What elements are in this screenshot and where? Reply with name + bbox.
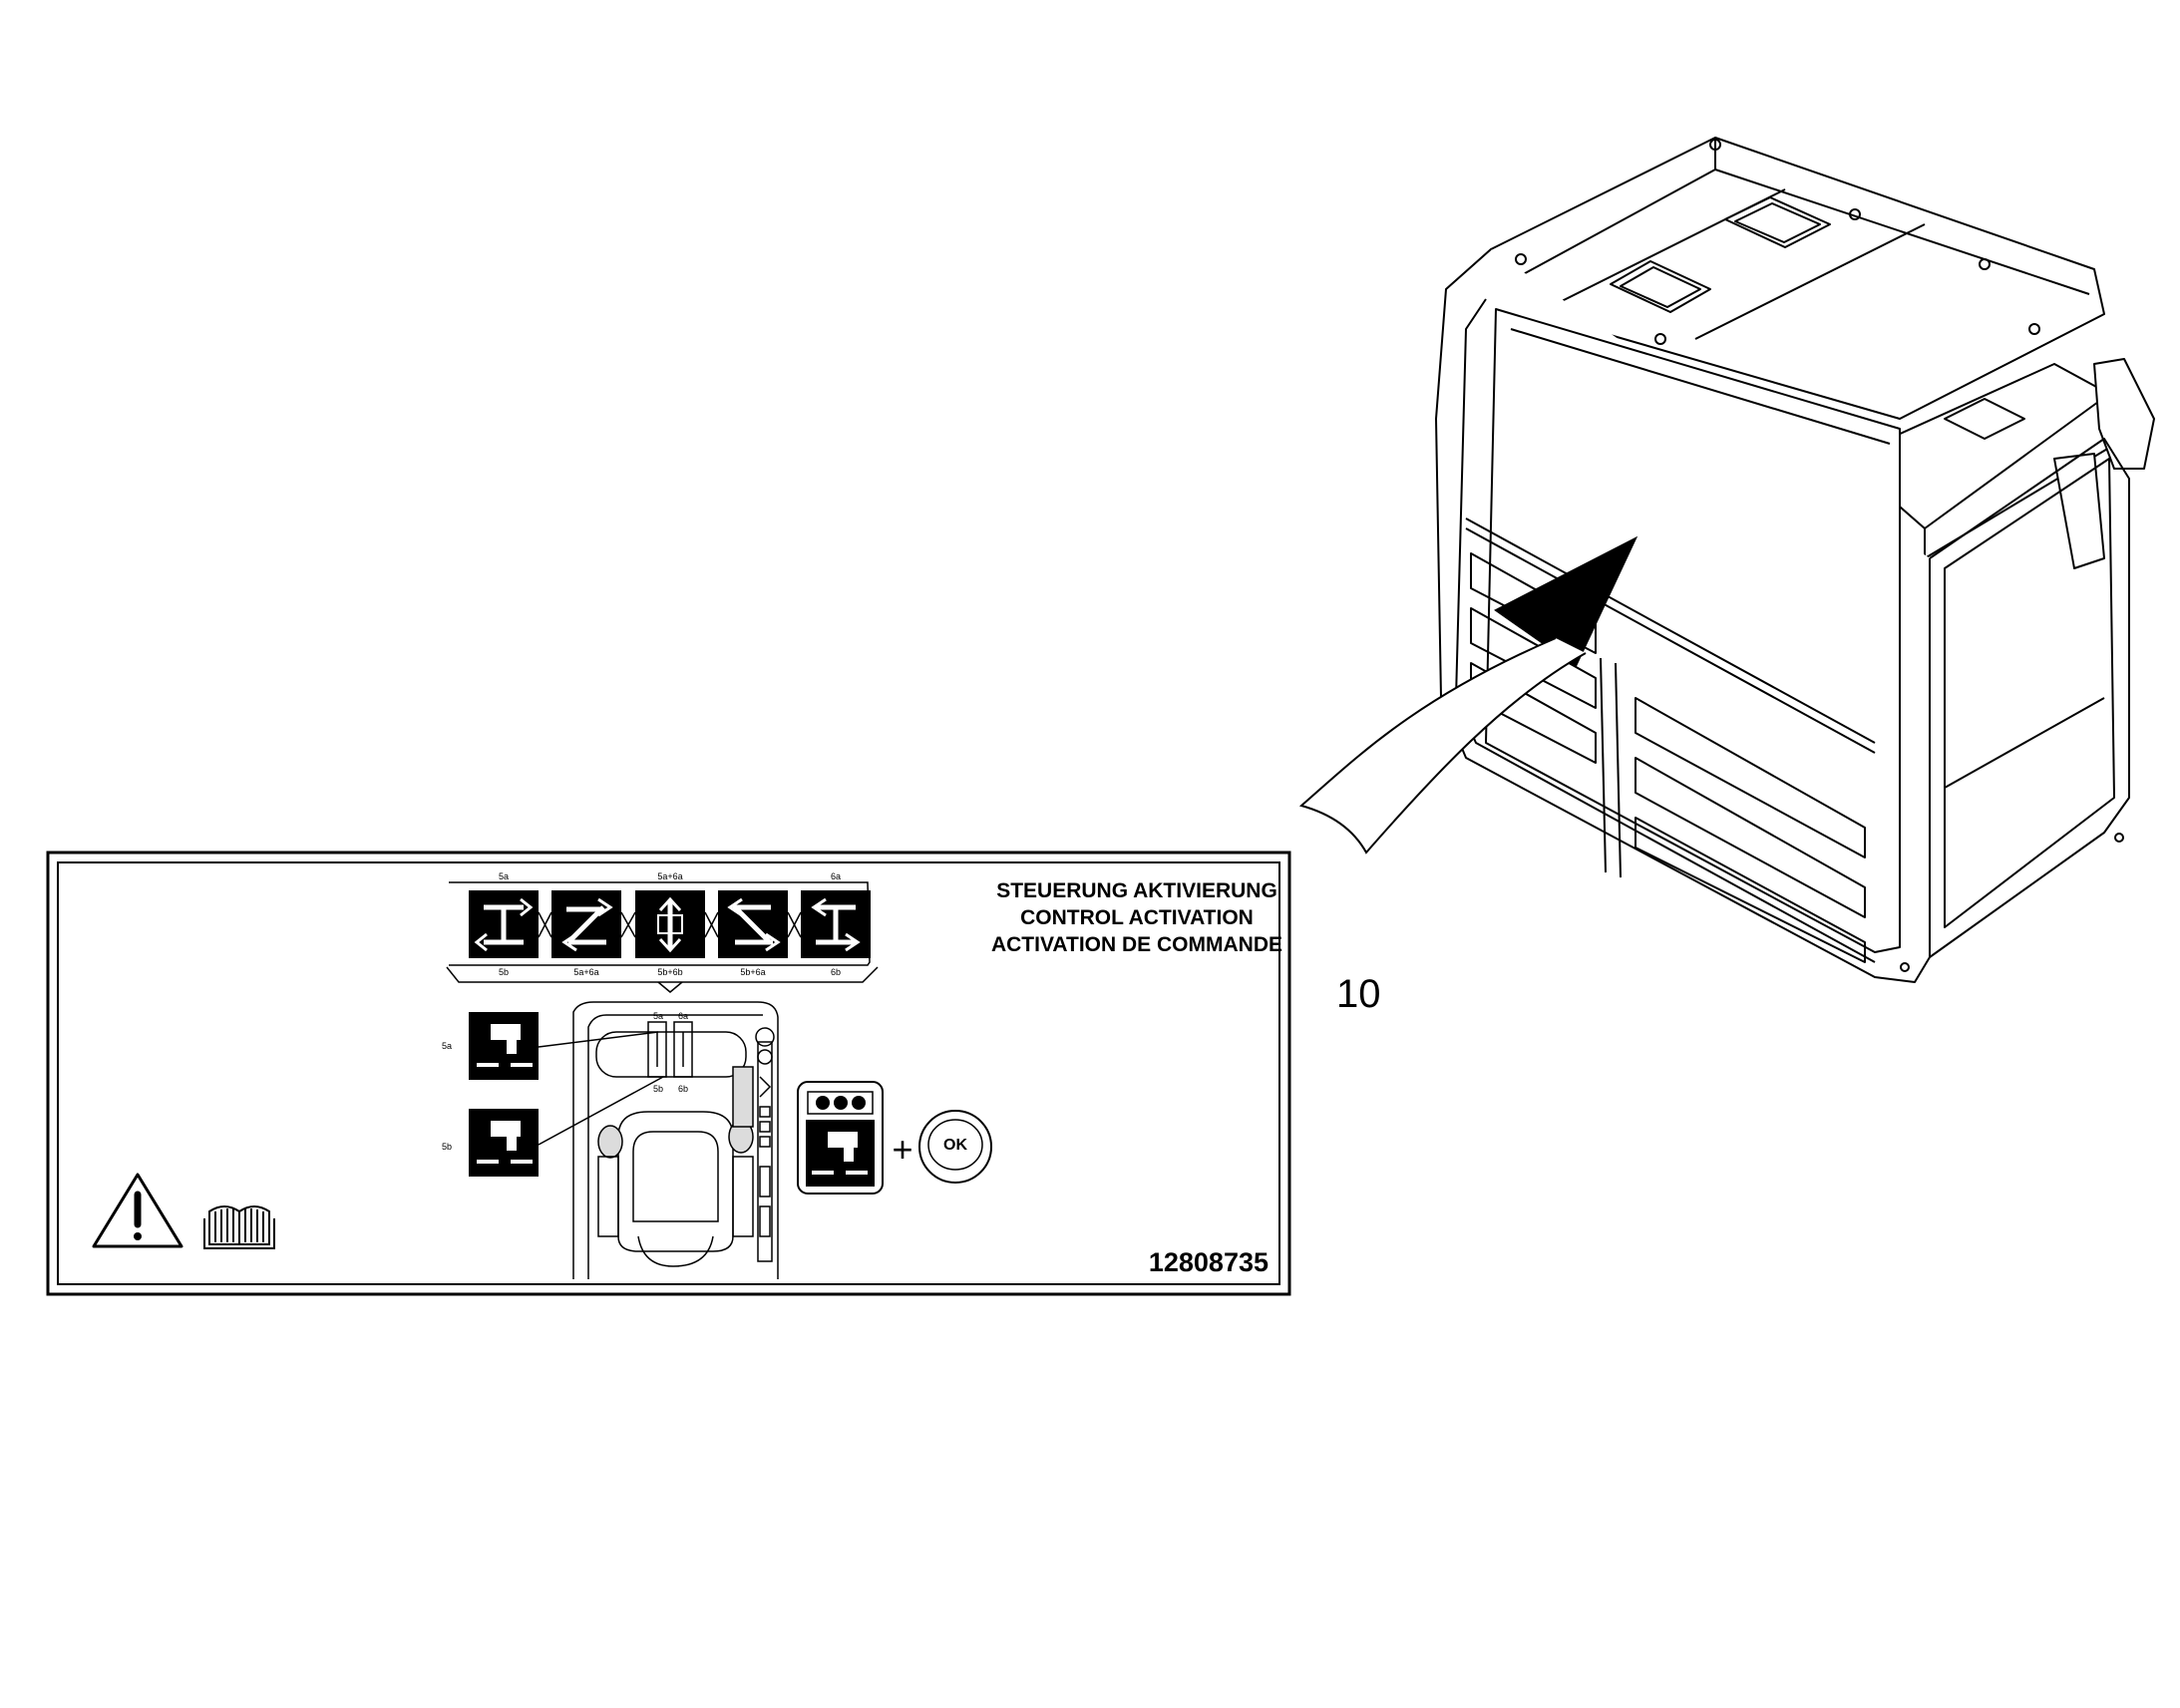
top-label-5a6a: 5a+6a: [657, 871, 682, 881]
top-label-5a: 5a: [499, 871, 509, 881]
side-label-5b: 5b: [442, 1142, 452, 1152]
decal-part-number: 12808735: [1149, 1247, 1269, 1277]
plus-sign: +: [892, 1129, 912, 1170]
mode-icon-2: [551, 890, 621, 958]
mode-icon-5: [801, 890, 871, 958]
activation-mode-icon: [797, 1081, 884, 1195]
console-label-6b: 6b: [678, 1084, 688, 1094]
joystick-mode-icon: [469, 1012, 539, 1177]
decal-title-fr: ACTIVATION DE COMMANDE: [991, 933, 1282, 956]
top-label-6a: 6a: [831, 871, 841, 881]
bottom-label-5: 6b: [831, 967, 841, 977]
console-plan-view: [572, 1001, 779, 1279]
mode-icon-4: [718, 890, 788, 958]
warning-triangle-icon: [92, 1173, 183, 1248]
console-label-5a: 5a: [653, 1011, 663, 1021]
bottom-label-4: 5b+6a: [740, 967, 765, 977]
callout-number: 10: [1336, 972, 1381, 1016]
decal-title-de: STEUERUNG AKTIVIERUNG: [996, 879, 1277, 902]
console-label-6a: 6a: [678, 1011, 688, 1021]
decal-label: STEUERUNG AKTIVIERUNG CONTROL ACTIVATION…: [46, 851, 1291, 1296]
manual-book-icon: [203, 1205, 275, 1249]
decal-title-en: CONTROL ACTIVATION: [1020, 906, 1254, 929]
bottom-label-3: 5b+6b: [657, 967, 682, 977]
bottom-label-2: 5a+6a: [573, 967, 598, 977]
mode-icon-1: [469, 890, 539, 958]
cab-drawing: [1435, 137, 2155, 983]
arrow-pointer-icon: [1298, 535, 1638, 854]
svg-text:OK: OK: [943, 1137, 967, 1154]
side-label-5a: 5a: [442, 1041, 452, 1051]
mode-icon-3: [635, 890, 705, 958]
ok-button-icon: OK: [918, 1110, 992, 1184]
bottom-label-1: 5b: [499, 967, 509, 977]
console-label-5b: 5b: [653, 1084, 663, 1094]
